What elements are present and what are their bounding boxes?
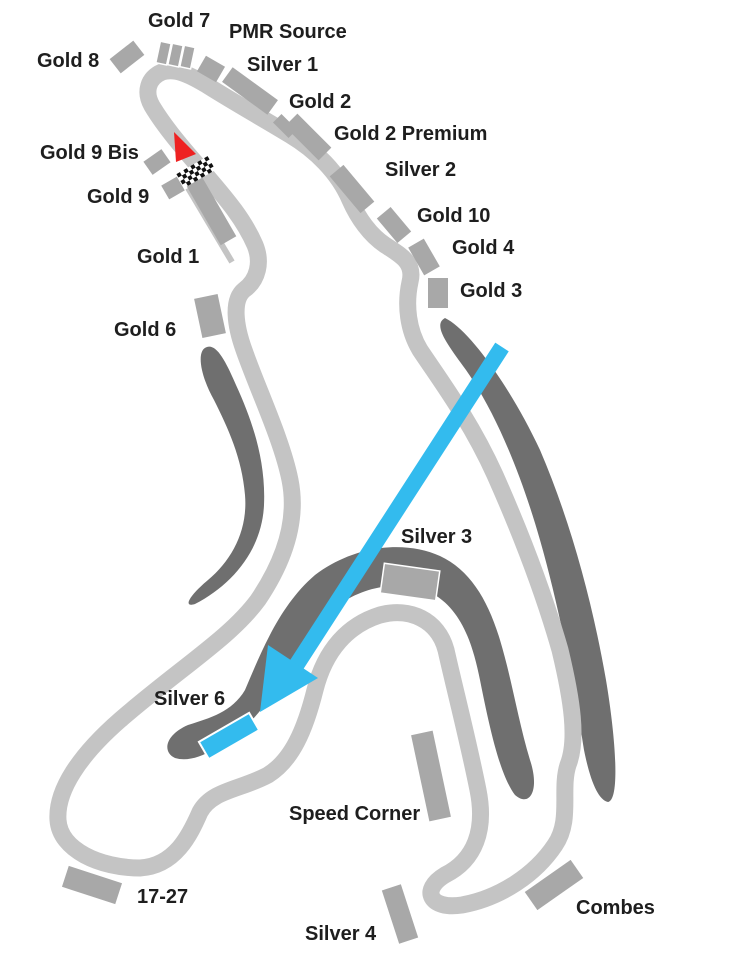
- stand-silver-1[interactable]: [222, 67, 278, 115]
- runoff-area-right: [440, 318, 616, 802]
- label-gold-7: Gold 7: [148, 10, 210, 32]
- stand-gold-9-bis[interactable]: [143, 149, 171, 175]
- stand-gold-9[interactable]: [161, 176, 185, 200]
- blue-arrow-icon: [260, 342, 509, 712]
- stand-gold-7[interactable]: [154, 40, 197, 70]
- stand-silver-6[interactable]: [197, 711, 261, 761]
- label-17-27: 17-27: [137, 886, 188, 908]
- stand-gold-6[interactable]: [194, 293, 226, 339]
- stand-pmr-source[interactable]: [196, 55, 226, 83]
- stand-gold-1[interactable]: [181, 168, 237, 246]
- label-gold-9: Gold 9: [87, 186, 149, 208]
- label-gold-2: Gold 2: [289, 91, 351, 113]
- label-silver-4: Silver 4: [305, 923, 377, 945]
- stand-combes[interactable]: [524, 859, 584, 911]
- label-silver-1: Silver 1: [247, 54, 318, 76]
- label-silver-2: Silver 2: [385, 159, 456, 181]
- label-silver-3: Silver 3: [401, 526, 472, 548]
- label-gold-3: Gold 3: [460, 280, 522, 302]
- runoff-area-center: [167, 547, 535, 800]
- label-gold-9-bis: Gold 9 Bis: [40, 142, 139, 164]
- stand-silver-2[interactable]: [329, 164, 375, 214]
- stand-speed-corner[interactable]: [411, 730, 451, 822]
- runoff-area-left: [188, 346, 265, 605]
- label-pmr-source: PMR Source: [229, 21, 347, 43]
- race-track: [49, 62, 582, 915]
- stand-gold-8[interactable]: [109, 40, 145, 74]
- stand-17-27[interactable]: [61, 865, 123, 905]
- label-speed-corner: Speed Corner: [289, 803, 420, 825]
- label-gold-6: Gold 6: [114, 319, 176, 341]
- red-triangle-icon: [174, 132, 196, 162]
- label-gold-1: Gold 1: [137, 246, 199, 268]
- label-silver-6: Silver 6: [154, 688, 225, 710]
- label-combes: Combes: [576, 897, 655, 919]
- label-gold-2-premium: Gold 2 Premium: [334, 123, 487, 145]
- checkered-flag-icon: [176, 156, 216, 188]
- stand-gold-3[interactable]: [428, 278, 448, 308]
- stand-silver-4[interactable]: [381, 884, 419, 944]
- stand-gold-4[interactable]: [408, 238, 440, 276]
- label-gold-8: Gold 8: [37, 50, 99, 72]
- stand-gold-10[interactable]: [376, 206, 412, 244]
- stand-silver-3[interactable]: [379, 562, 441, 602]
- stand-gold-2-premium[interactable]: [284, 113, 332, 161]
- label-gold-10: Gold 10: [417, 205, 490, 227]
- label-gold-4: Gold 4: [452, 237, 515, 259]
